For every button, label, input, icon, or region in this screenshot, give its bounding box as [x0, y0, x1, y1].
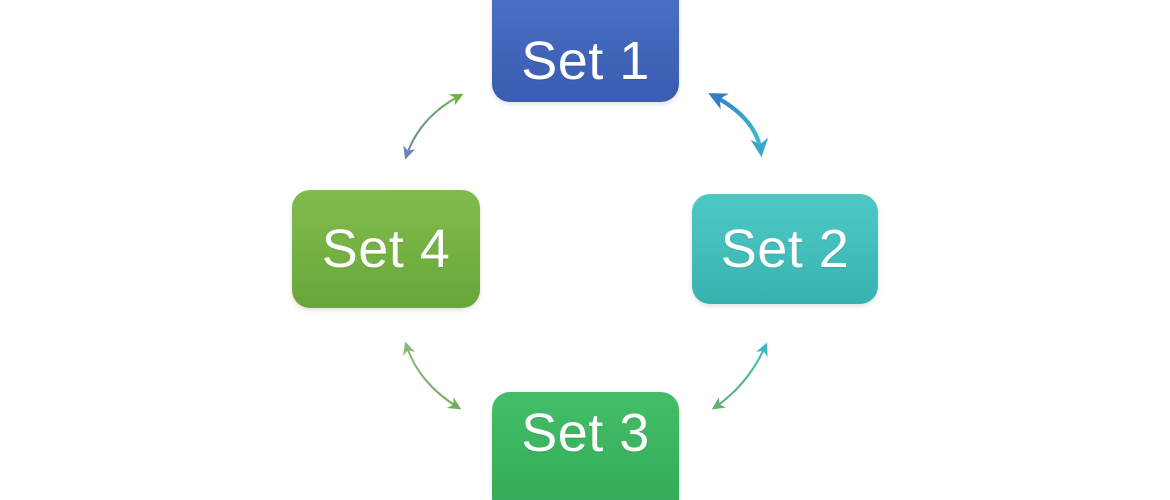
node-set-2[interactable]: Set 2 — [692, 194, 878, 304]
node-set-1[interactable]: Set 1 — [492, 0, 679, 102]
node-set-2-label: Set 2 — [720, 219, 850, 279]
connector-set2-set3 — [711, 342, 768, 410]
connector-set1-set2 — [708, 93, 769, 158]
connector-set4-set1 — [403, 93, 464, 160]
node-set-3-label: Set 3 — [521, 403, 650, 463]
node-set-3[interactable]: Set 3 — [492, 392, 679, 500]
node-set-1-label: Set 1 — [521, 31, 650, 91]
node-set-4-label: Set 4 — [321, 219, 451, 279]
node-set-4[interactable]: Set 4 — [292, 190, 480, 308]
connector-set3-set4 — [403, 341, 462, 410]
